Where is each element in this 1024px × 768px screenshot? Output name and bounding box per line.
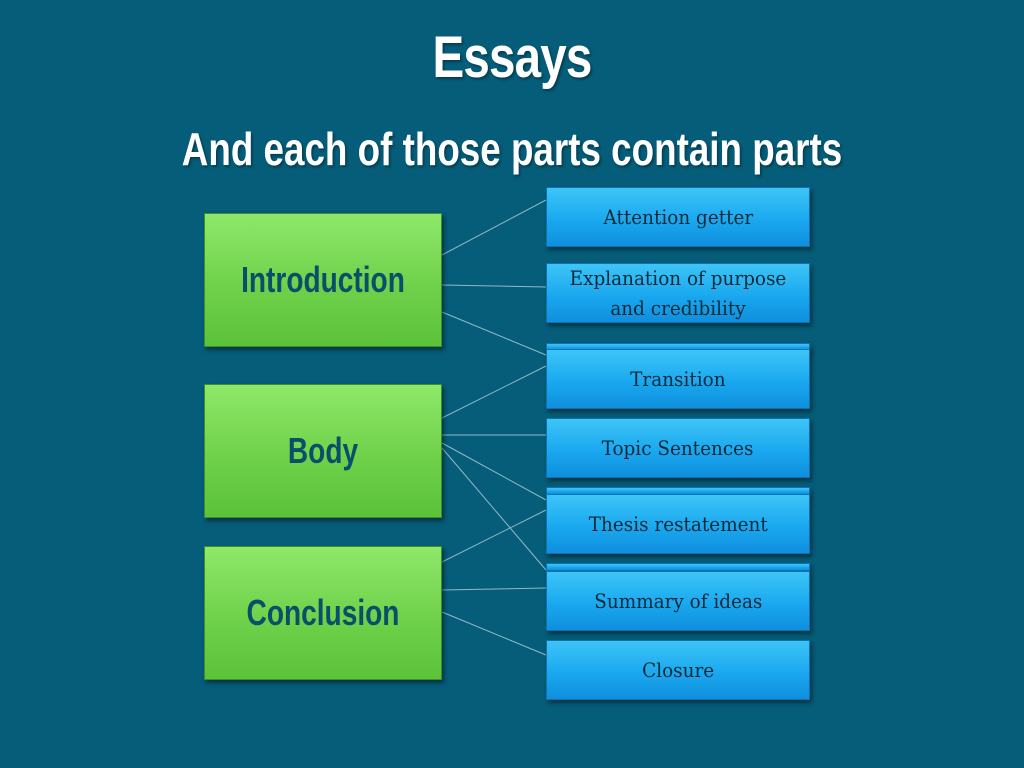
part-label: Explanation of purpose and credibility: [569, 266, 787, 320]
section-label: Conclusion: [246, 592, 400, 633]
slide-title: Essays: [432, 25, 592, 90]
connector-line: [441, 611, 547, 656]
part-label: Transition: [630, 367, 726, 391]
part-label: Summary of ideas: [593, 589, 763, 613]
part-label: Attention getter: [603, 205, 753, 229]
connector-line: [441, 442, 547, 501]
part-thesis-restatement: Thesis restatement: [546, 494, 810, 554]
section-introduction: Introduction: [204, 213, 442, 347]
connector-line: [441, 284, 547, 288]
section-label: Body: [287, 430, 359, 471]
part-summary-of-ideas: Summary of ideas: [546, 571, 810, 631]
part-summary-back: [546, 563, 810, 571]
part-label: Thesis restatement: [588, 512, 768, 536]
part-transition: Transition: [546, 349, 810, 409]
slide-subtitle: And each of those parts contain parts: [181, 123, 843, 175]
part-label: Closure: [641, 658, 715, 682]
part-label: Topic Sentences: [602, 436, 754, 460]
part-attention-getter: Attention getter: [546, 187, 810, 247]
connector-line: [441, 447, 547, 571]
part-explanation-of-purpose: Explanation of purpose and credibility: [546, 263, 810, 323]
connector-line: [441, 199, 547, 256]
section-label: Introduction: [241, 259, 405, 300]
part-closure: Closure: [546, 640, 810, 700]
connector-line: [441, 509, 547, 563]
connector-line: [441, 365, 547, 419]
section-conclusion: Conclusion: [204, 546, 442, 680]
connector-line: [441, 587, 547, 591]
connector-line: [441, 311, 547, 356]
part-topic-sentences: Topic Sentences: [546, 418, 810, 478]
section-body: Body: [204, 384, 442, 518]
